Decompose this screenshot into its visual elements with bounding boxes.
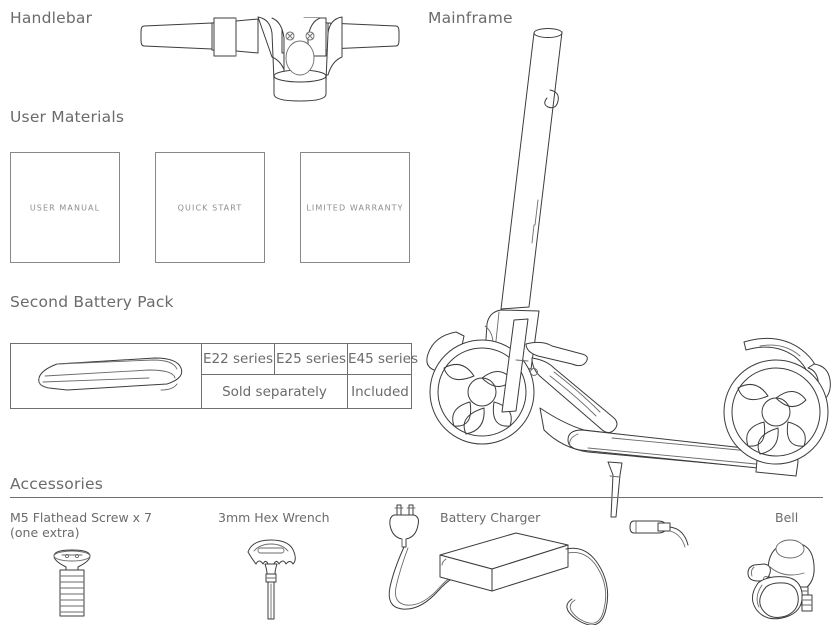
accessory-label-wrench: 3mm Hex Wrench: [218, 510, 330, 525]
table-row-divider: [201, 374, 412, 375]
table-header-e22: E22 series: [203, 351, 273, 367]
handlebar-illustration: [140, 4, 400, 102]
flathead-screw-icon: [48, 548, 96, 620]
bell-icon: [740, 533, 828, 621]
table-cell-sold-separately: Sold separately: [222, 384, 327, 400]
document-limited-warranty: LIMITED WARRANTY: [300, 152, 410, 263]
accessories-divider: [10, 497, 823, 498]
document-quick-start: QUICK START: [155, 152, 265, 263]
document-label: LIMITED WARRANTY: [306, 203, 404, 212]
battery-availability-table: E22 series E25 series E45 series Sold se…: [10, 343, 418, 409]
section-title-user-materials: User Materials: [10, 108, 125, 126]
section-title-mainframe: Mainframe: [428, 9, 513, 27]
accessory-label-bell: Bell: [775, 510, 799, 525]
table-cell-included: Included: [351, 384, 409, 400]
document-label: USER MANUAL: [29, 203, 101, 212]
mainframe-illustration: [422, 20, 833, 518]
table-header-e45: E45 series: [348, 351, 418, 367]
accessory-label-charger: Battery Charger: [440, 510, 541, 525]
hex-wrench-icon: [240, 536, 302, 621]
section-title-handlebar: Handlebar: [10, 9, 93, 27]
battery-pack-illustration: [19, 352, 193, 402]
document-label: QUICK START: [177, 203, 243, 212]
table-column-divider: [274, 344, 275, 374]
table-header-e25: E25 series: [276, 351, 346, 367]
section-title-second-battery-pack: Second Battery Pack: [10, 293, 174, 311]
section-title-accessories: Accessories: [10, 475, 104, 493]
battery-charger-icon: [388, 503, 698, 625]
table-column-divider: [201, 344, 202, 408]
accessory-label-screw: M5 Flathead Screw x 7 (one extra): [10, 510, 152, 540]
document-user-manual: USER MANUAL: [10, 152, 120, 263]
table-column-divider: [347, 344, 348, 408]
